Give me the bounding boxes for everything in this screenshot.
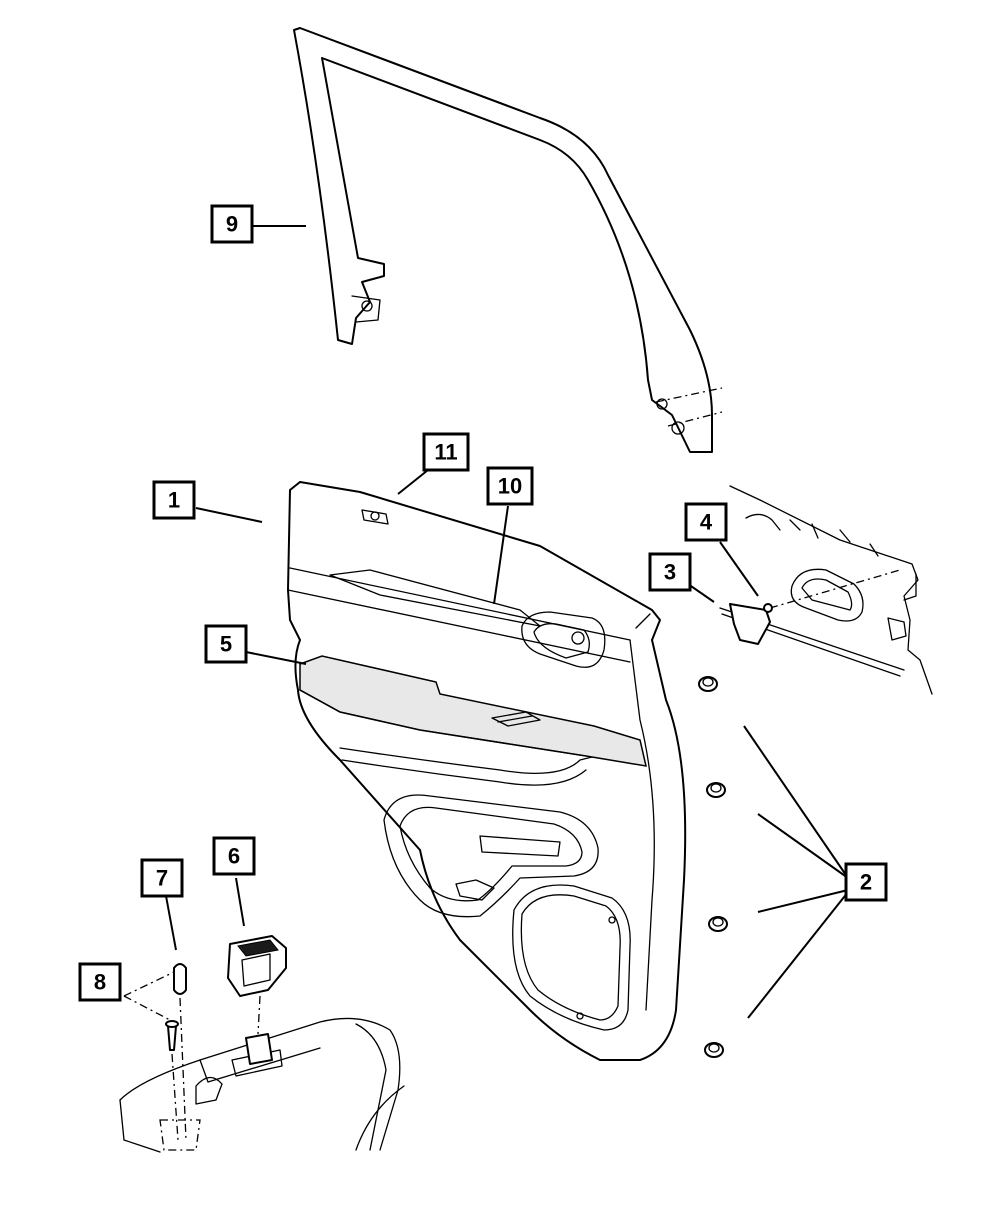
callout-5-label: 5 [220, 632, 232, 657]
callout-7: 7 [140, 858, 184, 898]
window-frame-seal-part [293, 27, 723, 453]
leader-2a [743, 725, 849, 879]
fastener-clip [706, 782, 726, 798]
callout-9-label: 9 [226, 212, 238, 237]
trim-fastener-clips [698, 676, 728, 1058]
leader-10 [493, 505, 509, 605]
callout-2-label: 2 [860, 870, 872, 895]
callout-1-label: 1 [168, 488, 180, 513]
callout-4-label: 4 [700, 510, 713, 535]
door-trim-panel-part [287, 481, 687, 1061]
callout-10: 10 [486, 466, 534, 506]
armrest-switch-detail [119, 935, 405, 1153]
callout-8: 8 [78, 962, 122, 1002]
leader-2d [747, 891, 849, 1019]
leader-7 [165, 895, 177, 951]
leader-3 [687, 583, 715, 603]
leader-2c [757, 889, 849, 913]
callout-6-label: 6 [228, 844, 240, 869]
fastener-clip [708, 916, 728, 932]
armrest-part [299, 655, 647, 767]
callout-2: 2 [844, 862, 888, 902]
callout-4: 4 [684, 502, 728, 542]
callout-3: 3 [648, 552, 692, 592]
leader-6 [235, 877, 245, 927]
callout-5: 5 [204, 624, 248, 664]
callout-10-label: 10 [498, 474, 522, 499]
callout-9: 9 [210, 204, 254, 244]
door-inner-detail-inset [719, 485, 933, 695]
callout-3-label: 3 [664, 560, 676, 585]
callout-8-label: 8 [94, 970, 106, 995]
callout-7-label: 7 [156, 866, 168, 891]
callout-11-label: 11 [434, 440, 457, 465]
fastener-clip [704, 1042, 724, 1058]
leader-4 [719, 541, 759, 597]
leader-1 [195, 507, 263, 523]
leader-5 [245, 651, 307, 665]
callout-1: 1 [152, 480, 196, 520]
callout-6: 6 [212, 836, 256, 876]
leader-11 [397, 469, 429, 495]
callout-11: 11 [422, 432, 470, 472]
leader-lines [165, 225, 849, 1019]
leader-2b [757, 813, 849, 879]
fastener-clip [698, 676, 718, 692]
